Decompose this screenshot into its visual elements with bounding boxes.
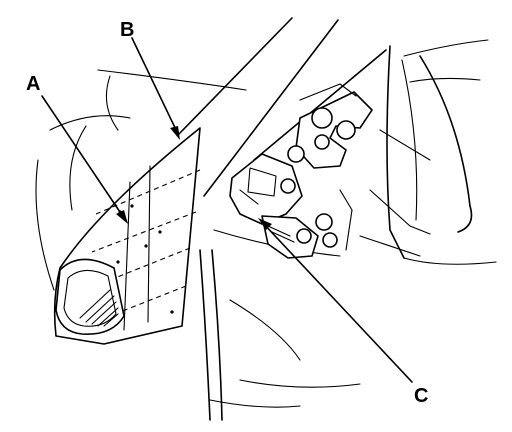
mirror-cover-panel	[53, 127, 201, 345]
callout-label-c: C	[414, 385, 428, 407]
callout-label-b: B	[120, 19, 134, 41]
mirror-bracket-mechanism	[229, 83, 373, 259]
callout-leaders	[41, 37, 413, 383]
door-frame-outline	[35, 17, 497, 421]
callout-label-a: A	[26, 73, 40, 95]
